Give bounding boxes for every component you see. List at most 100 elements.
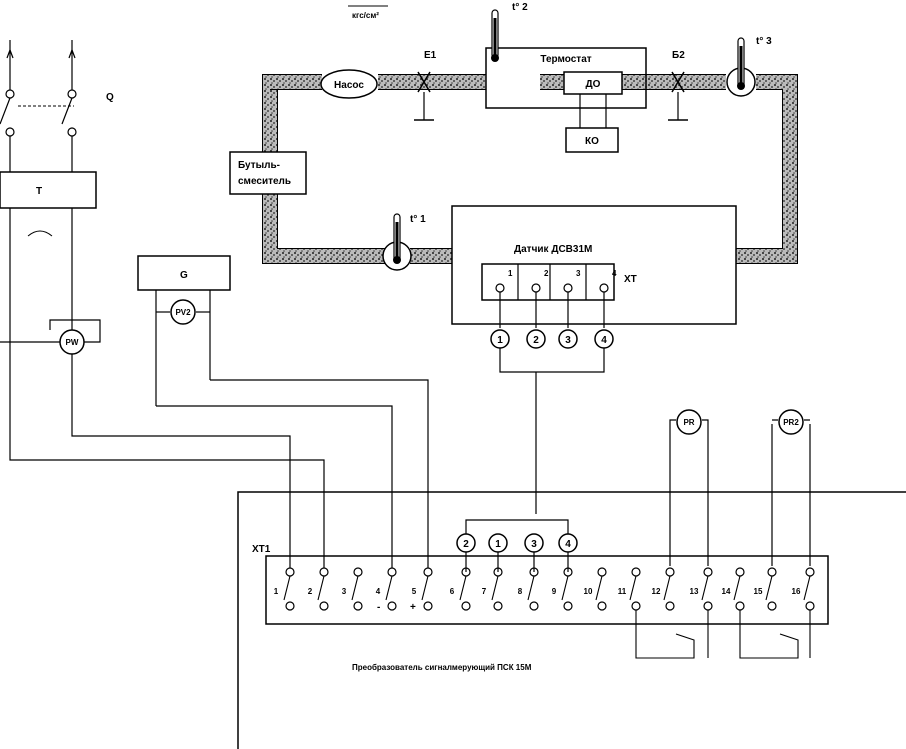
- junction-e2: Б2: [668, 50, 688, 121]
- sensor-connector-label: 2: [533, 335, 539, 346]
- xt1-terminal-label: 7: [482, 587, 487, 596]
- xt1-terminal-label: 14: [722, 587, 731, 596]
- xt1-label: XT1: [252, 544, 271, 555]
- xt1-terminal-label: 11: [618, 587, 627, 596]
- t-label: T: [36, 186, 42, 197]
- sensor-terminal-label: 2: [544, 269, 549, 278]
- pr2-label: PR2: [783, 418, 799, 427]
- bus-connector-label: 3: [531, 539, 537, 550]
- xt1-terminal: 7: [482, 567, 503, 611]
- bus-connector-label: 4: [565, 539, 571, 550]
- xt1-terminal: 3: [342, 567, 363, 611]
- thermostat: Термостат ДО КО: [485, 47, 647, 153]
- plus-sign: +: [410, 602, 416, 613]
- pv2-label: PV2: [175, 308, 191, 317]
- xt1-terminal: 5: [412, 567, 433, 611]
- insulated-pipe-loop: [262, 74, 798, 264]
- xt1-terminal-label: 9: [552, 587, 557, 596]
- bus-wire: [465, 519, 569, 542]
- sensor-terminal-label: 3: [576, 269, 581, 278]
- sensor-connector-label: 4: [601, 335, 607, 346]
- bus-connector: 4: [558, 533, 578, 572]
- xt1-terminal-label: 8: [518, 587, 523, 596]
- xt1-terminal-label: 16: [792, 587, 801, 596]
- bus-connector: 1: [488, 533, 508, 572]
- t1-label: t° 1: [410, 214, 426, 225]
- sensor-connector: 2: [526, 329, 546, 349]
- wattmeter-pw: PW: [0, 319, 325, 572]
- sensor-connector: 1: [490, 329, 510, 349]
- xt1-terminal: 8: [518, 567, 539, 611]
- converter-psk15m: XT1 Преобразователь сигналмерующий ПСК 1…: [237, 491, 906, 749]
- xt1-terminal-label: 13: [690, 587, 699, 596]
- ko-label: КО: [585, 136, 599, 147]
- t2-label: t° 2: [512, 2, 528, 13]
- bus-connector: 3: [524, 533, 544, 572]
- pump-label: Насос: [334, 80, 364, 91]
- sensor-bus-wire: [499, 348, 605, 514]
- xt1-terminal: 9: [552, 567, 573, 611]
- sensor-terminal-label: 1: [508, 269, 513, 278]
- sensor-terminal: 3: [549, 264, 581, 328]
- t3-label: t° 3: [756, 36, 772, 47]
- transformer-t: T: [0, 171, 97, 330]
- power-switch-q: Q: [0, 40, 114, 172]
- xt1-terminal: 15: [754, 567, 777, 611]
- xt1-terminal: 1: [274, 567, 295, 611]
- xt1-terminal: 14: [722, 567, 745, 611]
- sensor-terminal: 1: [495, 269, 513, 328]
- unit-label: кгс/см²: [348, 5, 388, 20]
- xt1-terminal: 2: [308, 567, 329, 611]
- sensor-connector-label: 1: [497, 335, 503, 346]
- xt1-terminal-label: 12: [652, 587, 661, 596]
- q-label: Q: [106, 92, 114, 103]
- junction-e1: Е1: [414, 50, 437, 121]
- mixer-label-1: Бутыль-: [238, 160, 280, 171]
- sensor-label: Датчик ДСВ31М: [514, 244, 592, 255]
- pr1-label: PR: [683, 418, 694, 427]
- meter-pr2: PR2: [739, 409, 811, 659]
- xt1-terminal-label: 10: [584, 587, 593, 596]
- pump: Насос: [320, 69, 378, 99]
- sensor-connector-label: 3: [565, 335, 571, 346]
- thermometer-t3: t° 3: [726, 36, 772, 97]
- minus-sign: -: [377, 602, 380, 613]
- sensor-terminal-label: 4: [612, 269, 617, 278]
- do-label: ДО: [586, 79, 601, 90]
- generator-g: G PV2: [137, 255, 429, 572]
- xt1-terminal-label: 3: [342, 587, 347, 596]
- bus-connector: 2: [456, 533, 476, 572]
- xt1-terminal: 4: [376, 567, 397, 611]
- xt-label: XT: [624, 274, 637, 285]
- xt1-terminal: 10: [584, 567, 607, 611]
- mixer-bottle: Бутыль- смеситель: [229, 151, 307, 195]
- g-label: G: [180, 270, 188, 281]
- meter-pr1: PR: [635, 409, 709, 659]
- xt1-terminal: 16: [792, 567, 815, 611]
- xt1-terminal-label: 2: [308, 587, 313, 596]
- sensor-connector-row: 1 2 3 4: [490, 329, 614, 349]
- pw-label: PW: [66, 338, 79, 347]
- sensor-dsv31m: Датчик ДСВ31М XT 1 2 3 4: [451, 205, 737, 328]
- sensor-connector: 4: [594, 329, 614, 349]
- sensor-connector: 3: [558, 329, 578, 349]
- bus-connector-row: 2 1 3 4: [456, 533, 578, 572]
- xt1-terminal-label: 4: [376, 587, 381, 596]
- bus-connector-label: 1: [495, 539, 501, 550]
- sensor-terminal: 2: [517, 264, 549, 328]
- sensor-terminal: 4: [585, 264, 617, 328]
- thermometer-t2: t° 2: [491, 2, 528, 62]
- xt1-terminal-label: 15: [754, 587, 763, 596]
- e1-label: Е1: [424, 50, 437, 61]
- sensor-terminal-block: 1 2 3 4: [495, 264, 617, 328]
- xt1-terminal: 11: [618, 567, 641, 611]
- xt1-terminal-label: 1: [274, 587, 279, 596]
- e2-label: Б2: [672, 50, 685, 61]
- bus-connector-label: 2: [463, 539, 469, 550]
- thermostat-label: Термостат: [540, 54, 591, 65]
- converter-label: Преобразователь сигналмерующий ПСК 15М: [352, 663, 532, 672]
- unit-text: кгс/см²: [352, 11, 379, 20]
- xt1-terminal-label: 5: [412, 587, 417, 596]
